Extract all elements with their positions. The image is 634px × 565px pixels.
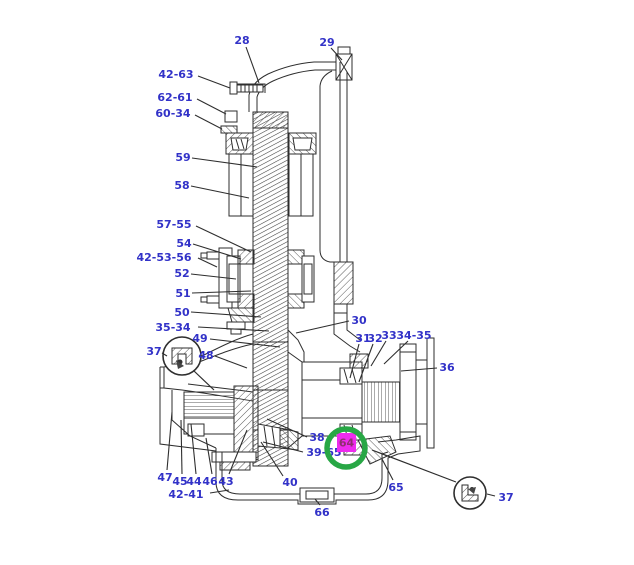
leader-line-47 [166,411,173,471]
leader-line-42-63 [197,75,231,89]
part-label-37: 37 [498,491,513,504]
leader-line-54 [192,243,242,260]
part-label-65: 65 [388,481,403,494]
leader-line-60-34 [194,114,223,130]
leader-line-37 [486,493,496,497]
part-label-54: 54 [176,237,192,250]
leader-line-40 [260,441,284,477]
part-label-40: 40 [282,476,298,489]
highlight-ring [324,426,368,470]
leader-line-34-35 [383,340,409,365]
part-label-45: 45 [172,475,187,488]
leader-line-42-41 [209,489,230,494]
leader-line-66 [314,498,321,506]
housing-top-duct [229,46,353,112]
lower-hub-assembly [159,366,299,471]
part-label-29: 29 [319,36,334,49]
leader-line-33 [370,340,387,367]
leader-line-29 [330,47,343,61]
drain-plug [299,487,335,503]
part-label-42-41: 42-41 [168,488,203,501]
part-label-31: 31 [355,332,370,345]
right-bearing-column [287,132,317,366]
leader-line-31 [349,343,360,379]
seal-detail-right [453,476,487,510]
part-label-42-53-56: 42-53-56 [136,251,191,264]
seal-detail-left [162,336,202,376]
leader-line-51 [191,290,252,294]
part-label-42-63: 42-63 [158,68,193,81]
part-label-46: 46 [202,475,218,488]
leader-line-49 [209,338,281,348]
part-label-50: 50 [174,306,190,319]
part-label-44: 44 [186,475,202,488]
part-label-57-55: 57-55 [156,218,191,231]
leader-line-45 [180,419,183,475]
part-label-51: 51 [175,287,190,300]
leader-line-57-55 [195,225,252,253]
leader-line-52 [190,273,237,280]
part-label-33: 33 [381,329,396,342]
part-label-62-61: 62-61 [157,91,192,104]
output-shaft-assembly [287,351,401,465]
part-label-52: 52 [174,267,189,280]
part-label-28: 28 [234,34,249,47]
oil-pan [215,435,421,505]
leader-line-35-34 [197,326,270,332]
som-marker[interactable] [337,433,356,452]
leader-line-42-53-56 [197,257,218,268]
som-marker-label: 64 [339,437,355,450]
leader-line-37 [161,352,168,357]
bolt-threads [240,85,258,92]
part-label-47: 47 [157,471,172,484]
part-label-35-34: 35-34 [155,321,191,334]
leader-line-50 [190,311,262,318]
leader-line-32 [358,343,374,383]
part-label-36: 36 [439,361,455,374]
leader-line-58 [190,185,250,199]
housing-right-wall [319,62,361,353]
leader-line-44 [190,423,197,475]
leader-line-30 [295,320,350,334]
leader-line-62-61 [196,98,227,115]
leader-line-43 [228,429,248,475]
part-label-34-35: 34-35 [396,329,431,342]
detail-view-leader [193,370,215,391]
leader-line-59 [191,157,258,168]
leader-line-28 [245,46,260,84]
leader-line-39-65 [262,441,304,453]
part-label-60-34: 60-34 [155,107,191,120]
gear-stack [252,111,289,467]
leader-line-65 [381,458,394,481]
machine-drawing [159,46,487,510]
part-label-66: 66 [314,506,330,519]
part-label-30: 30 [351,314,367,327]
part-label-59: 59 [175,151,190,164]
yoke-flange [399,337,435,449]
part-label-38: 38 [309,431,324,444]
part-label-39-65: 39-65 [306,446,341,459]
part-label-43: 43 [218,475,233,488]
part-label-48: 48 [198,349,213,362]
detail-view-leader [371,449,457,483]
left-bearing-column [163,110,255,402]
leader-line-36 [400,367,438,372]
part-label-32: 32 [367,332,382,345]
leader-line-48 [214,355,248,369]
part-label-49: 49 [192,332,207,345]
part-label-37: 37 [146,345,161,358]
leader-line-46 [205,437,213,475]
annotation-layer: 64 [324,426,368,470]
leader-line-38 [266,418,308,438]
part-label-58: 58 [174,179,189,192]
